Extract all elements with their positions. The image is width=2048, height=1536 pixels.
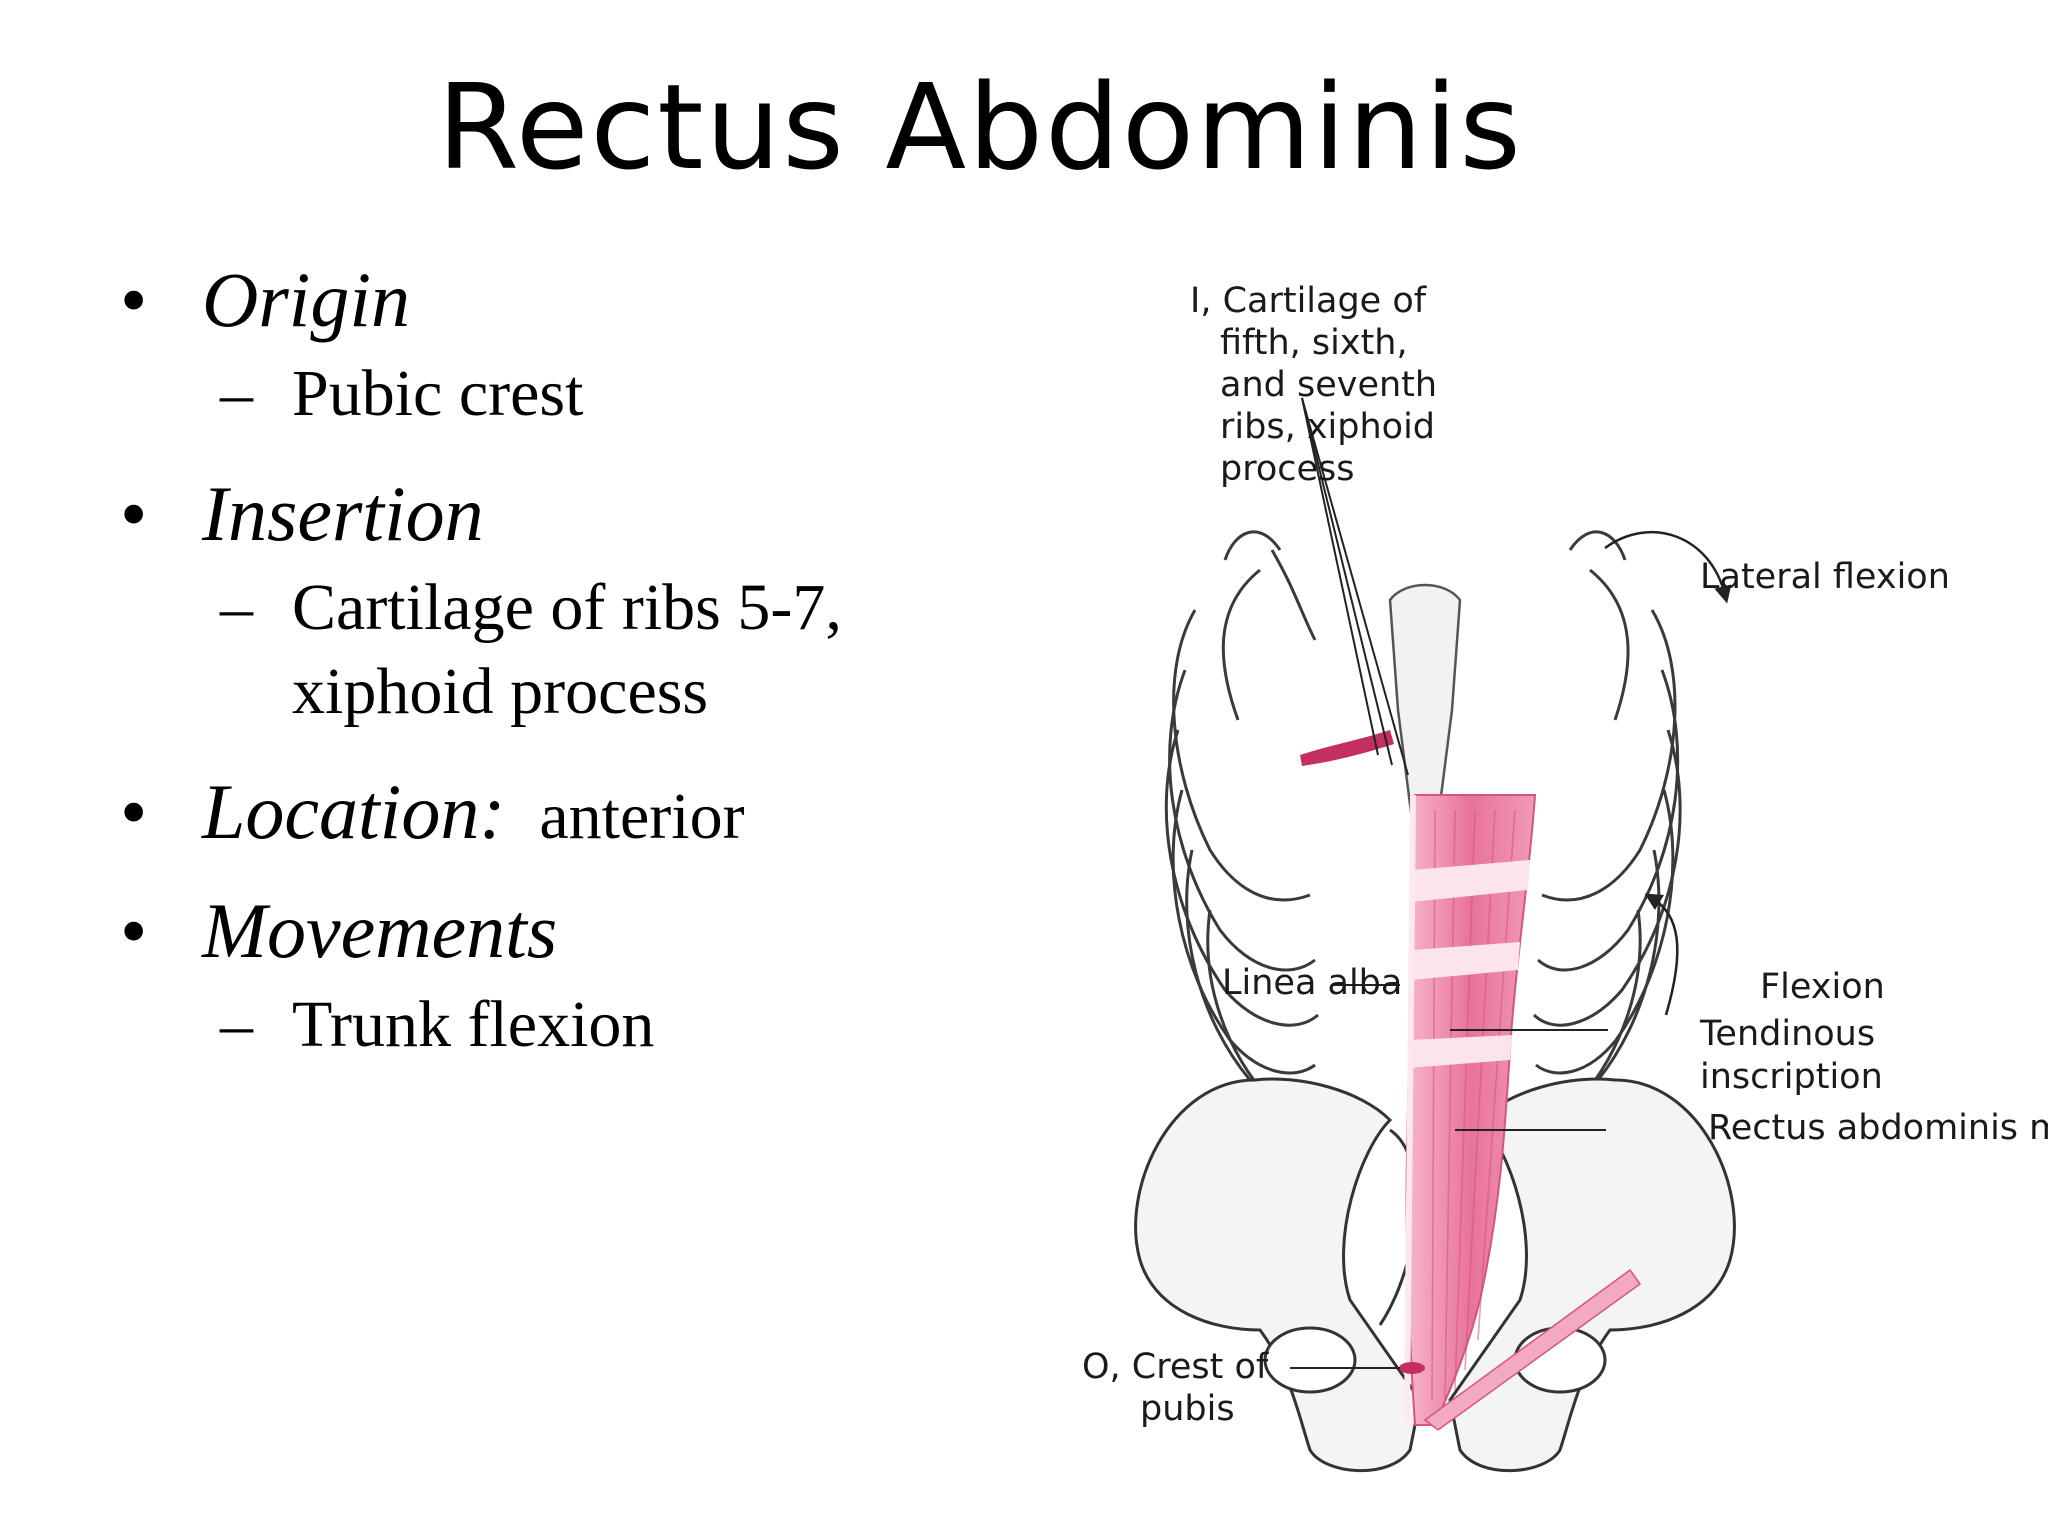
bullet-movements: • Movements xyxy=(120,881,1080,981)
tendinous-inscription-label: Tendinous inscription xyxy=(1699,1014,1886,1097)
leader-lines xyxy=(1290,397,1608,1369)
sub-bullet-text: Trunk flexion xyxy=(292,988,655,1061)
anatomy-figure: I, Cartilage of fifth, sixth, and sevent… xyxy=(1060,250,2048,1480)
sub-bullet-dash: – xyxy=(220,988,253,1061)
bullet-key: Insertion xyxy=(202,470,484,557)
sub-bullet-text: xiphoid process xyxy=(292,655,709,728)
sternum xyxy=(1388,583,1462,822)
bullet-origin: • Origin xyxy=(120,250,1080,350)
sub-bullet-origin: – Pubic crest xyxy=(120,352,1080,436)
bullet-dot: • xyxy=(120,887,148,974)
sub-bullet-text: Cartilage of ribs 5-7, xyxy=(292,571,842,644)
sub-bullet-movements: – Trunk flexion xyxy=(120,983,1080,1067)
bullet-dot: • xyxy=(120,470,148,557)
flexion-arrow xyxy=(1644,893,1679,1016)
sub-bullet-text: Pubic crest xyxy=(292,357,584,430)
rectus-abdominis-label: Rectus abdominis m. xyxy=(1708,1108,2048,1148)
bullet-dot: • xyxy=(120,256,148,343)
linea-alba-label: Linea alba xyxy=(1222,963,1402,1003)
pelvis xyxy=(1134,1077,1736,1473)
bullet-dot: • xyxy=(120,768,148,855)
flexion-label: Flexion xyxy=(1760,967,1885,1007)
rib-insertion-mark xyxy=(1300,730,1394,766)
tendinous-inscriptions xyxy=(1408,860,1530,1068)
inguinal-ligament xyxy=(1423,1268,1642,1431)
bullet-list: • Origin – Pubic crest • Insertion – Car… xyxy=(120,250,1080,1095)
lateral-flexion-label: Lateral flexion xyxy=(1700,557,1950,597)
bullet-key: Location: xyxy=(202,768,506,855)
sub-bullet-dash: – xyxy=(220,357,253,430)
bullet-key: Origin xyxy=(202,256,411,343)
sub-bullet-insertion: – Cartilage of ribs 5-7, xiphoid process xyxy=(120,566,1080,734)
rib-cage xyxy=(1164,530,1682,1105)
lateral-flexion-arrow xyxy=(1604,531,1732,604)
sub-bullet-dash: – xyxy=(220,571,253,644)
muscle-fibers xyxy=(1431,809,1516,1401)
bullet-insertion: • Insertion xyxy=(120,464,1080,564)
bullet-key: Movements xyxy=(202,887,558,974)
bullet-location: • Location: anterior xyxy=(120,762,1080,867)
bullet-value: anterior xyxy=(539,780,745,853)
linea-alba xyxy=(1404,795,1416,1420)
anatomy-illustration: I, Cartilage of fifth, sixth, and sevent… xyxy=(1082,281,2048,1473)
insertion-label: I, Cartilage of fifth, sixth, and sevent… xyxy=(1190,281,1448,489)
slide-title: Rectus Abdominis xyxy=(437,58,1523,196)
origin-label: O, Crest of pubis xyxy=(1082,1347,1279,1429)
pubis-origin-mark xyxy=(1399,1362,1425,1374)
